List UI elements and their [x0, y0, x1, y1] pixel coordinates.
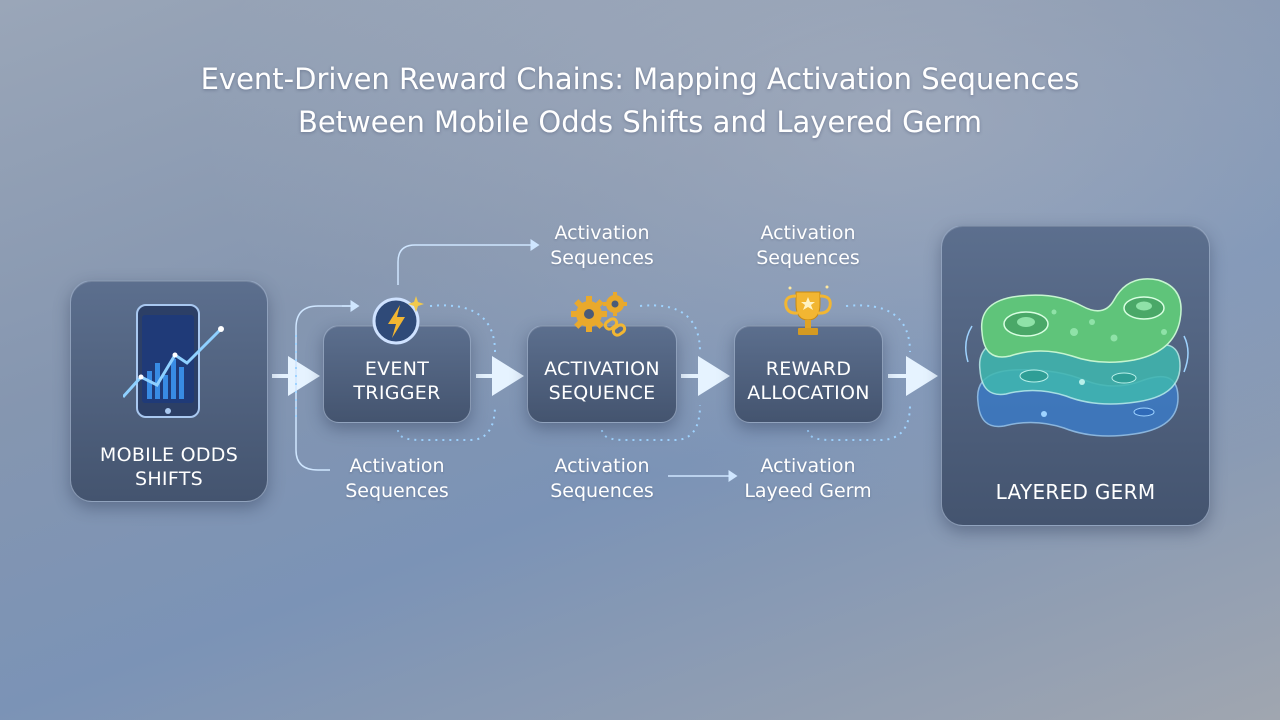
note-top-trigger-line-2: Sequences [550, 247, 654, 269]
note-bottom-trigger: Activation Sequences [323, 454, 471, 504]
dotted-arc-reward-top [845, 304, 911, 353]
trophy-icon [784, 285, 832, 335]
note-bottom-activation-line-2: Sequences [550, 480, 654, 502]
title-line-1: Event-Driven Reward Chains: Mapping Acti… [200, 62, 1080, 96]
node-mobile-odds-shifts: MOBILE ODDS SHIFTS [70, 280, 268, 502]
node-reward-line-2: ALLOCATION [747, 382, 870, 404]
title-line-2: Between Mobile Odds Shifts and Layered G… [297, 105, 983, 139]
lightning-bolt-icon [372, 296, 424, 345]
node-mobile-line-2: SHIFTS [134, 468, 203, 490]
node-activation-sequence: ACTIVATION SEQUENCE [527, 325, 677, 423]
note-bottom-trigger-line-1: Activation [349, 455, 445, 477]
node-reward-line-1: REWARD [765, 358, 852, 380]
smartphone-chart-icon [123, 304, 224, 418]
node-mobile-line-1: MOBILE ODDS [99, 444, 239, 466]
connector-top-trigger [397, 239, 540, 285]
node-activation-line-2: SEQUENCE [548, 382, 656, 404]
note-top-trigger-line-1: Activation [554, 222, 650, 244]
gears-chain-icon [571, 292, 627, 337]
note-bottom-trigger-line-2: Sequences [345, 480, 449, 502]
note-top-reward-line-2: Sequences [756, 247, 860, 269]
node-reward-allocation: REWARD ALLOCATION [734, 325, 883, 423]
node-trigger-line-1: EVENT [364, 358, 430, 380]
note-bottom-reward: Activation Layeed Germ [724, 454, 892, 504]
note-bottom-reward-line-2: Layeed Germ [744, 480, 872, 502]
note-bottom-reward-line-1: Activation [760, 455, 856, 477]
dotted-arc-activation-top [639, 304, 701, 353]
note-top-reward-line-1: Activation [760, 222, 856, 244]
dotted-arc-trigger-top [429, 304, 496, 353]
dotted-arc-trigger-bottom [397, 404, 496, 441]
note-top-trigger: Activation Sequences [528, 221, 676, 271]
node-layered-germ: LAYERED GERM [941, 225, 1210, 526]
node-germ-label: LAYERED GERM [995, 480, 1156, 504]
node-activation-line-1: ACTIVATION [544, 358, 660, 380]
node-trigger-line-2: TRIGGER [353, 382, 441, 404]
bracket-left-trigger [295, 305, 358, 471]
note-bottom-activation: Activation Sequences [528, 454, 676, 504]
layered-cell-icon [965, 278, 1189, 437]
note-top-reward: Activation Sequences [734, 221, 882, 271]
page-title: Event-Driven Reward Chains: Mapping Acti… [0, 58, 1280, 144]
note-bottom-activation-line-1: Activation [554, 455, 650, 477]
